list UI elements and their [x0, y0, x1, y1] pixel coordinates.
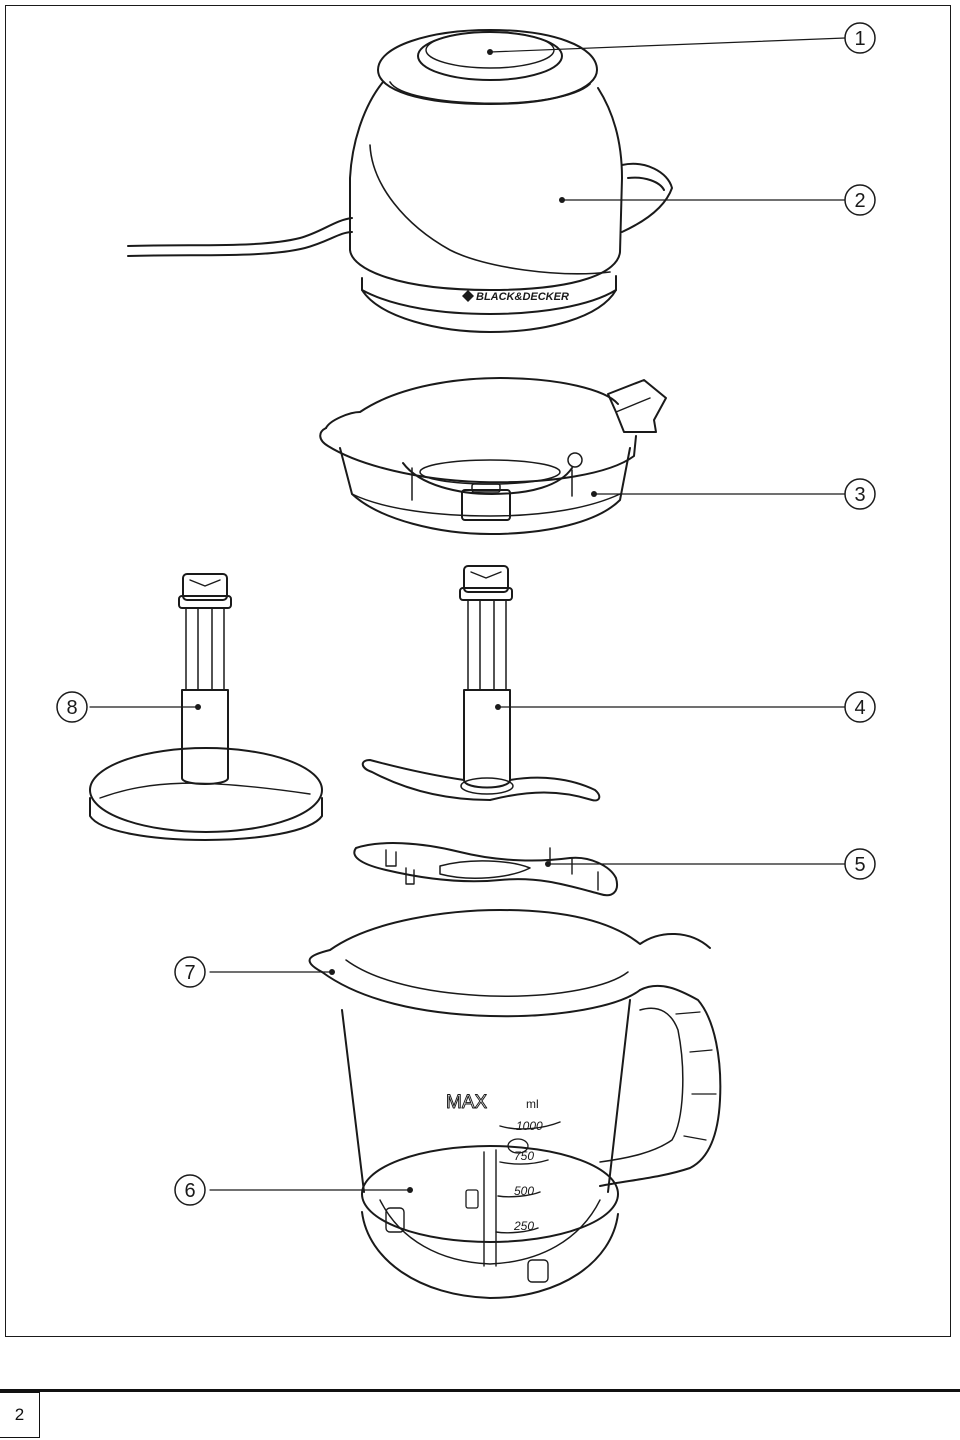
callout-4: 4: [844, 691, 876, 723]
callout-2: 2: [844, 184, 876, 216]
callout-2-label: 2: [854, 190, 865, 212]
callout-8-label: 8: [66, 697, 77, 719]
brand-logo-text: BLACK&DECKER: [476, 291, 569, 303]
callout-1-label: 1: [854, 28, 865, 50]
bowl-lid: [319, 377, 667, 535]
callout-7-label: 7: [184, 962, 195, 984]
callout-3-label: 3: [854, 484, 865, 506]
max-marking: MAX: [446, 1092, 488, 1113]
illustration-frame: [5, 5, 951, 1337]
callout-bubbles: 1 2 3 4 5 6 7 8: [56, 22, 876, 1206]
blade-accessory: [361, 565, 601, 802]
callout-3: 3: [844, 478, 876, 510]
motor-unit: BLACK&DECKER: [127, 29, 673, 333]
callout-5-label: 5: [854, 854, 865, 876]
jug: MAX ml 1000 750 500 250: [308, 909, 722, 1299]
brand-logo: BLACK&DECKER: [462, 290, 569, 303]
callout-6-label: 6: [184, 1180, 195, 1202]
page-number: 2: [0, 1392, 40, 1438]
callout-leaders: [89, 37, 846, 1191]
level-1000: 1000: [516, 1119, 543, 1133]
callout-6: 6: [174, 1174, 206, 1206]
callout-dots: [195, 49, 597, 1193]
blade-holder: [353, 842, 618, 897]
footer-rule: [0, 1389, 960, 1392]
disc-accessory: [89, 573, 323, 841]
callout-5: 5: [844, 848, 876, 880]
callout-8: 8: [56, 691, 88, 723]
level-500: 500: [514, 1184, 534, 1198]
callout-7: 7: [174, 956, 206, 988]
level-250: 250: [513, 1219, 534, 1233]
level-750: 750: [514, 1149, 534, 1163]
unit-marking: ml: [526, 1097, 539, 1111]
callout-4-label: 4: [854, 697, 865, 719]
callout-1: 1: [844, 22, 876, 54]
